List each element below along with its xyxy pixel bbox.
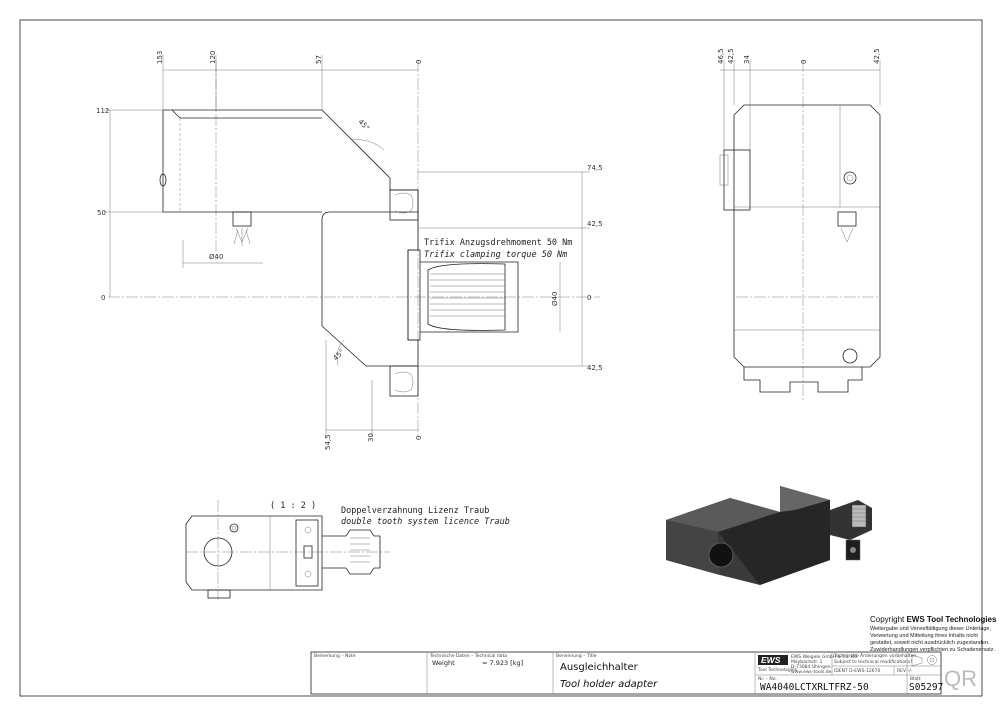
- holder-body: [163, 109, 419, 367]
- change-note-de: Technische Änderungen vorbehalten: [833, 652, 916, 659]
- copyright-line-1: Weitergabe und Vervielfältigung dieser U…: [870, 626, 991, 632]
- dim-right-0: 0: [587, 294, 591, 302]
- clamp-block-bottom: [389, 365, 419, 397]
- angle-bottom: 45°: [332, 348, 346, 362]
- side-dim-34: 34: [743, 55, 751, 64]
- ident-code: IDENT D-EWS-12670: [834, 668, 880, 674]
- angle-top: 45°: [357, 118, 371, 132]
- dim-top-57: 57: [315, 55, 323, 64]
- dim-top-153: 153: [156, 51, 164, 64]
- top-view: ( 1 : 2 ) Doppelverzahnung Lizenz Traub …: [185, 500, 510, 600]
- title-de: Ausgleichhalter: [560, 662, 639, 673]
- tech-label: Technische Daten – Technical data: [429, 653, 507, 659]
- dia-left: Ø40: [209, 253, 223, 261]
- dim-right-42-5: 42,5: [587, 220, 603, 228]
- logo-text: EWS: [761, 655, 781, 665]
- side-dim-0: 0: [800, 60, 808, 64]
- company-line-2: Maybachstr. 1: [791, 659, 823, 665]
- weight-label: Weight: [432, 659, 455, 667]
- side-body: [733, 104, 881, 368]
- copyright-note: Copyright EWS Tool Technologies Weiterga…: [870, 615, 997, 653]
- front-view: 153 120 57 0 112 50 0 74,5 42,5 0 42,5: [96, 51, 603, 450]
- projection-symbol: [911, 654, 937, 667]
- clamp-block-top: [389, 189, 419, 221]
- ews-logo: [758, 655, 788, 665]
- torque-note-en: Trifix clamping torque 50 Nm: [424, 250, 567, 260]
- tooth-note-de: Doppelverzahnung Lizenz Traub: [341, 506, 489, 516]
- title-en: Tool holder adapter: [560, 679, 658, 690]
- copyright-brand: EWS Tool Technologies: [906, 615, 996, 624]
- dim-left-50: 50: [97, 209, 106, 217]
- qr-placeholder: QR: [944, 666, 977, 691]
- title-block: Bemerkung – Note Technische Daten – Tech…: [310, 651, 943, 695]
- number-label: Nr. – No.: [758, 676, 777, 682]
- dims-top: 153 120 57 0: [156, 51, 423, 110]
- page-label: Blatt: [910, 676, 921, 682]
- revision: REV -/-: [897, 668, 913, 674]
- copyright-line-2: Verwertung und Mitteilung ihres Inhalts …: [870, 633, 978, 639]
- sheet-border: [19, 19, 983, 697]
- company-line-3: D-73084 Uhingen: [791, 664, 831, 670]
- dia-shank: Ø40: [551, 292, 559, 306]
- dim-left-112: 112: [96, 107, 109, 115]
- side-dim-42-5: 42,5: [727, 48, 735, 64]
- torque-note-de: Trifix Anzugsdrehmoment 50 Nm: [424, 238, 572, 248]
- dim-right-74-5: 74,5: [587, 164, 603, 172]
- top-view-scale: ( 1 : 2 ): [270, 501, 316, 511]
- copyright-line-3: gestattet, soweit nicht ausdrücklich zug…: [870, 640, 990, 646]
- shank: [420, 261, 519, 333]
- svg-text:Copyright EWS Tool Technologie: Copyright EWS Tool Technologies: [870, 615, 997, 624]
- dim-right-42-5-lower: 42,5: [587, 364, 603, 372]
- isometric-render: [666, 486, 872, 585]
- tooth-note-en: double tooth system licence Traub: [341, 517, 510, 527]
- sheet-code: S05297: [909, 682, 943, 693]
- dim-bottom-54-5: 54,5: [324, 434, 332, 450]
- dim-left-0: 0: [101, 294, 105, 302]
- side-dims-top: 46,5 42,5 34 0 42,5: [717, 48, 881, 150]
- dims-left: 112 50 0: [96, 107, 163, 302]
- copyright-line-4: Zuwiderhandlungen verpflichten zu Schade…: [870, 647, 996, 653]
- dim-top-0: 0: [415, 60, 423, 64]
- part-code: WA4040LCTXRLTFRZ-50: [760, 682, 869, 693]
- side-view: 46,5 42,5 34 0 42,5: [717, 48, 881, 400]
- dim-top-120: 120: [209, 51, 217, 64]
- side-dim-46-5: 46,5: [717, 48, 725, 64]
- dim-bottom-30: 30: [367, 433, 375, 442]
- company-line-1: EWS Weigele GmbH & Co. KG: [791, 654, 858, 660]
- logo-sub: Tool Technologies: [757, 667, 798, 673]
- copyright-prefix: Copyright: [870, 615, 906, 624]
- side-dim-42-5-right: 42,5: [873, 48, 881, 64]
- top-body: [185, 515, 323, 591]
- dim-bottom-0: 0: [415, 436, 423, 440]
- company-line-4: www.ews-tools.de: [791, 669, 832, 675]
- weight-value: = 7.923 [kg]: [482, 659, 523, 667]
- name-label: Benennung – Title: [556, 653, 597, 659]
- change-note-en: Subject to technical modifications!: [834, 659, 912, 665]
- side-clamp: [723, 149, 751, 211]
- remark-label: Bemerkung – Note: [314, 653, 356, 659]
- dims-right: 74,5 42,5 0 42,5: [418, 164, 603, 372]
- dims-bottom: 54,5 30 0: [324, 340, 423, 450]
